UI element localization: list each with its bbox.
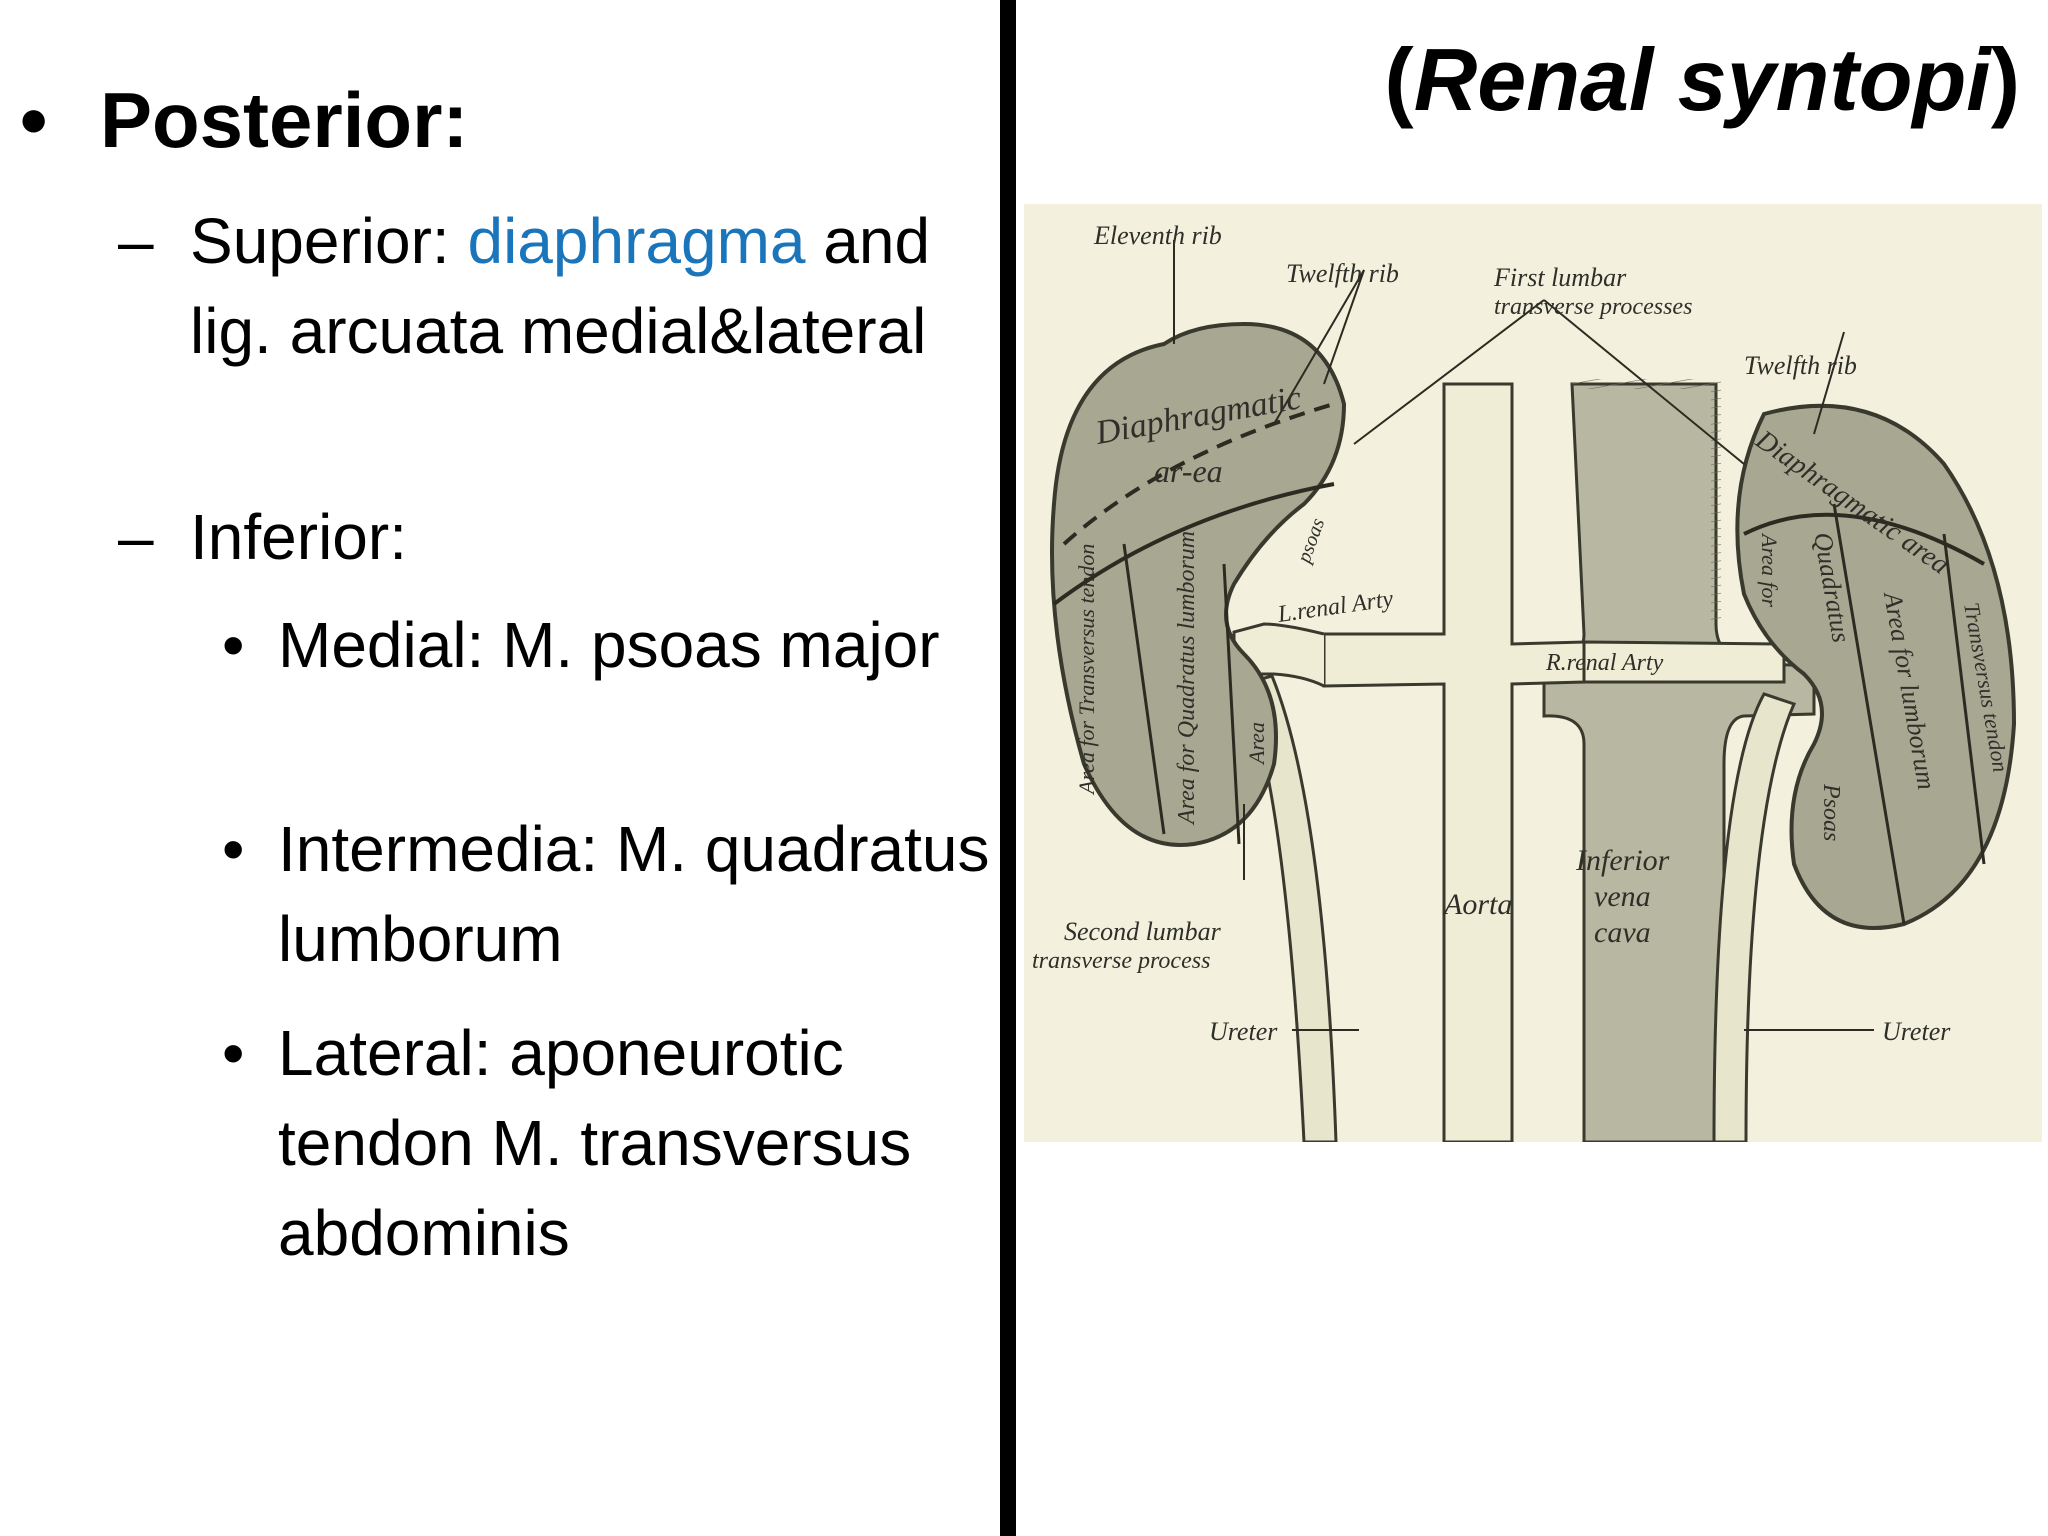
- kidney-syntopy-figure: Eleventh rib Twelfth rib First lumbar tr…: [1024, 204, 2042, 1142]
- dot-marker: •: [222, 1017, 245, 1089]
- label-area-quadratus-left: Area for Quadratus lumborum: [1174, 531, 1200, 826]
- superior-rest: and lig. arcuata medial&lateral: [190, 205, 931, 367]
- label-cava: cava: [1594, 916, 1651, 949]
- heading-text: Posterior:: [100, 76, 469, 164]
- medial-text: Medial: M. psoas major: [278, 609, 940, 681]
- left-kidney: [1050, 321, 1347, 847]
- label-psoas-right: Psoas: [1818, 783, 1844, 841]
- right-ureter: [1712, 692, 1797, 1142]
- vertical-divider: [1000, 0, 1016, 1536]
- label-eleventh-rib: Eleventh rib: [1093, 221, 1222, 250]
- label-ureter-left: Ureter: [1209, 1017, 1278, 1046]
- dot-marker: •: [222, 813, 245, 885]
- superior-term: diaphragma: [467, 205, 806, 277]
- label-twelfth-rib-left: Twelfth rib: [1286, 259, 1399, 288]
- right-renal-artery: [1582, 640, 1786, 684]
- inferior-text: Inferior:: [190, 501, 407, 573]
- superior-prefix: Superior:: [190, 205, 468, 277]
- dash-marker: –: [118, 205, 154, 277]
- label-area-left: ar-ea: [1154, 453, 1223, 489]
- title-italic: Renal syntopi: [1413, 30, 1991, 129]
- label-ureter-right: Ureter: [1882, 1017, 1951, 1046]
- label-area-for-right: Area for: [1757, 532, 1782, 608]
- dash-marker: –: [118, 501, 154, 573]
- slide-title: (Renal syntopi): [1384, 30, 2020, 129]
- label-twelfth-rib-right: Twelfth rib: [1744, 351, 1857, 380]
- label-area-transversus-left: Area for Transversus tendon: [1074, 544, 1099, 796]
- label-second-lumbar: Second lumbar: [1064, 917, 1222, 946]
- label-inferior: Inferior: [1575, 844, 1670, 877]
- label-transverse-process: transverse process: [1032, 948, 1210, 974]
- anatomy-illustration: Eleventh rib Twelfth rib First lumbar tr…: [1024, 204, 2042, 1142]
- label-first-lumbar: First lumbar: [1493, 263, 1627, 292]
- heading-bullet: •: [20, 76, 48, 164]
- label-vena: vena: [1594, 880, 1651, 913]
- lateral-text: Lateral: aponeurotic tendon M. transvers…: [278, 1017, 912, 1269]
- dot-marker: •: [222, 609, 245, 681]
- label-aorta: Aorta: [1442, 888, 1512, 921]
- posterior-heading: • Posterior:: [20, 72, 468, 168]
- label-transverse-processes: transverse processes: [1494, 294, 1692, 320]
- label-area-small: Area: [1244, 722, 1269, 766]
- intermedia-text: Intermedia: M. quadratus lumborum: [278, 813, 990, 975]
- superior-text: Superior: diaphragma and lig. arcuata me…: [190, 196, 990, 376]
- bullet-content: • Posterior: – Superior: diaphragma and l…: [0, 0, 1000, 1536]
- label-r-renal-arty: R.renal Arty: [1545, 650, 1664, 676]
